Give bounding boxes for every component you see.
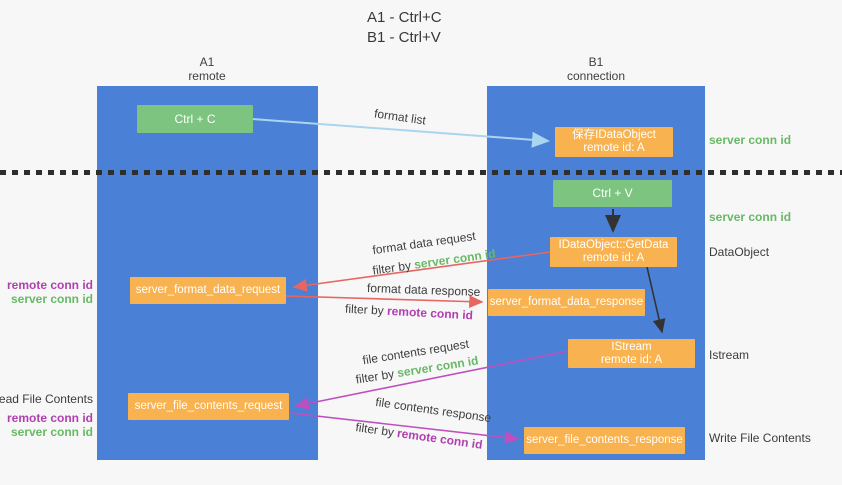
server-conn-id-text: server conn id	[413, 246, 497, 272]
column-a-name: A1	[199, 55, 215, 69]
filter-by-text: filter by	[354, 366, 399, 387]
node-ctrl-v-label: Ctrl + V	[592, 186, 633, 200]
column-b-name: B1	[588, 55, 604, 69]
label-server-conn-id-mid-right: server conn id	[709, 210, 792, 224]
diagram-title: A1 - Ctrl+C B1 - Ctrl+V	[367, 8, 442, 48]
label-remote-conn-id-left-1: remote conn id	[6, 278, 93, 292]
label-server-conn-id-top-right: server conn id	[709, 133, 792, 147]
node-server-format-data-response-label: server_format_data_response	[489, 296, 644, 308]
node-ctrl-c-label: Ctrl + C	[174, 111, 216, 126]
node-save-idataobject-line2: remote id: A	[583, 142, 645, 154]
node-idataobject-getdata-line2: remote id: A	[582, 252, 645, 264]
label-format-list: format list	[373, 106, 427, 128]
node-istream: IStream remote id: A	[568, 339, 695, 368]
title-line-2: B1 - Ctrl+V	[367, 29, 441, 46]
column-b-header: B1 connection	[536, 55, 656, 83]
node-istream-line1: IStream	[611, 340, 652, 353]
title-line-1: A1 - Ctrl+C	[367, 9, 442, 26]
node-ctrl-v: Ctrl + V	[553, 180, 672, 207]
label-istream-right: Istream	[709, 348, 750, 362]
label-format-data-response: format data response	[366, 281, 481, 299]
remote-conn-id-text: remote conn id	[386, 303, 474, 323]
label-dataobject: DataObject	[709, 245, 770, 259]
column-a-header: A1 remote	[147, 55, 267, 83]
label-filter-file-response: filter by remote conn id	[355, 420, 484, 452]
label-remote-conn-id-left-2: remote conn id	[6, 411, 93, 425]
remote-conn-id-text: remote conn id	[396, 426, 484, 452]
label-read-file-contents: Read File Contents	[0, 392, 93, 406]
label-server-conn-id-left-1: server conn id	[10, 292, 93, 306]
node-server-format-data-response: server_format_data_response	[488, 289, 645, 316]
node-istream-line2: remote id: A	[600, 353, 663, 366]
node-server-file-contents-request-label: server_file_contents_request	[134, 400, 283, 412]
node-server-file-contents-response: server_file_contents_response	[524, 427, 685, 454]
node-idataobject-getdata: IDataObject::GetData remote id: A	[550, 237, 677, 267]
label-server-conn-id-left-2: server conn id	[10, 425, 93, 439]
label-write-file-contents: Write File Contents	[709, 431, 811, 445]
node-idataobject-getdata-line1: IDataObject::GetData	[558, 239, 669, 251]
node-server-format-data-request: server_format_data_request	[130, 277, 286, 304]
label-file-contents-response: file contents response	[374, 394, 493, 426]
dotted-divider	[0, 170, 842, 175]
filter-by-text: filter by	[371, 257, 416, 278]
node-server-format-data-request-label: server_format_data_request	[135, 284, 281, 296]
label-filter-format-response: filter by remote conn id	[345, 302, 474, 323]
node-save-idataobject-line1: 保存IDataObject	[572, 129, 656, 141]
filter-by-text: filter by	[344, 301, 388, 318]
node-server-file-contents-response-label: server_file_contents_response	[526, 434, 683, 446]
column-a-subtitle: remote	[188, 69, 226, 83]
node-save-idataobject: 保存IDataObject remote id: A	[555, 127, 673, 157]
column-b-subtitle: connection	[566, 69, 626, 83]
filter-by-text: filter by	[354, 420, 399, 440]
node-ctrl-c: Ctrl + C	[137, 105, 253, 133]
node-server-file-contents-request: server_file_contents_request	[128, 393, 289, 420]
